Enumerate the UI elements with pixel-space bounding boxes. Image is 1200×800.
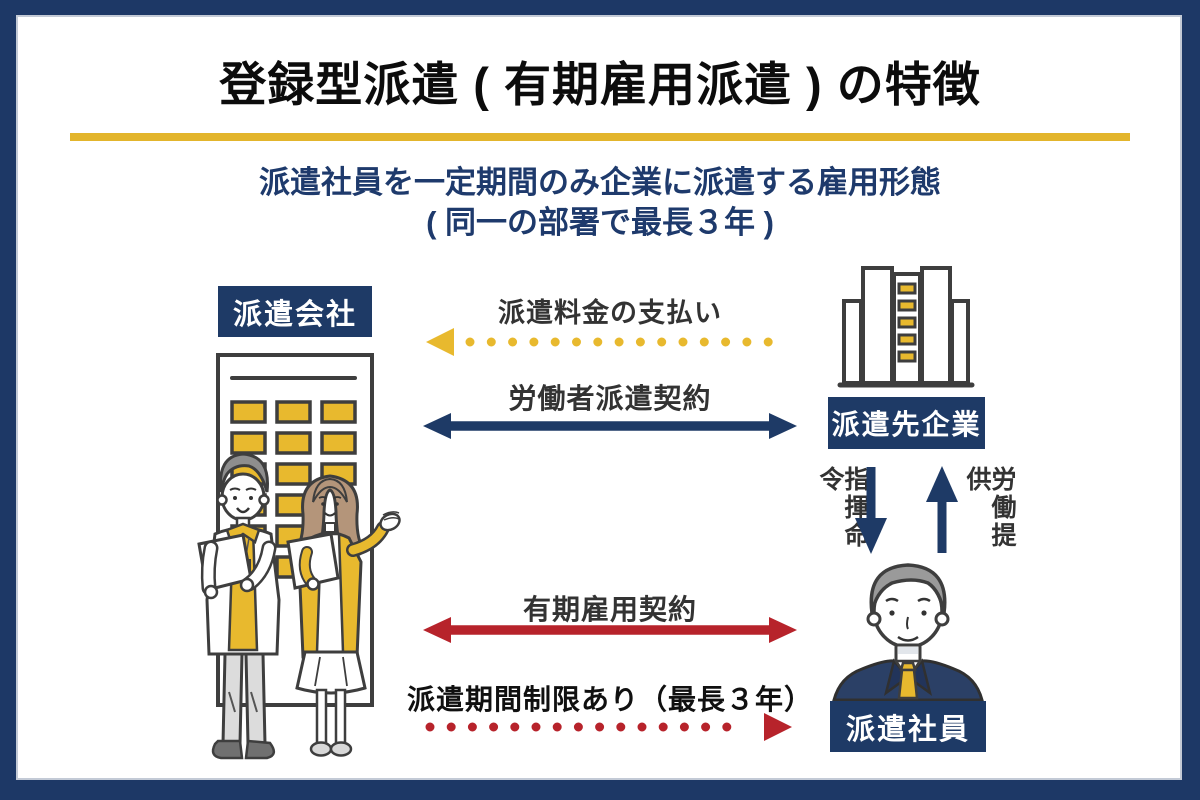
subtitle: 派遣社員を一定期間のみ企業に派遣する雇用形態 ( 同一の部署で最長３年 ) (0, 163, 1200, 243)
payment-dotted-arrow (426, 328, 787, 356)
agency-label: 派遣会社 (232, 298, 357, 331)
dispatch-contract-arrow (423, 413, 797, 439)
client-label-box: 派遣先企業 (828, 397, 985, 449)
labor-up-arrow (926, 466, 958, 553)
staff-woman-icon (286, 474, 401, 757)
subtitle-line2: ( 同一の部署で最長３年 ) (426, 205, 774, 240)
agency-label-box: 派遣会社 (218, 286, 372, 337)
agency-building-illustration (197, 353, 401, 760)
payment-arrow-label: 派遣料金の支払い (498, 298, 722, 328)
worker-label-box: 派遣社員 (830, 701, 986, 752)
page-title: 登録型派遣 ( 有期雇用派遣 ) の特徴 (219, 58, 981, 111)
employment-contract-label: 有期雇用契約 (522, 594, 697, 625)
labor-supply-label: 労働提供 (963, 466, 1016, 550)
title-divider (70, 133, 1130, 141)
command-down-arrow (855, 467, 887, 554)
period-limit-dotted-arrow (425, 713, 792, 741)
subtitle-line1: 派遣社員を一定期間のみ企業に派遣する雇用形態 (259, 165, 941, 200)
command-labor-arrows (855, 466, 958, 554)
employment-contract-arrow (423, 617, 797, 643)
client-building-icon (837, 266, 975, 388)
worker-avatar-icon (832, 563, 984, 702)
staff-man-icon (197, 452, 281, 760)
dispatch-contract-label: 労働者派遣契約 (508, 383, 712, 414)
client-label: 派遣先企業 (831, 409, 982, 440)
period-limit-label: 派遣期間制限あり（最長３年） (406, 684, 813, 715)
worker-label: 派遣社員 (845, 713, 970, 746)
command-label: 指揮命令 (816, 466, 869, 550)
